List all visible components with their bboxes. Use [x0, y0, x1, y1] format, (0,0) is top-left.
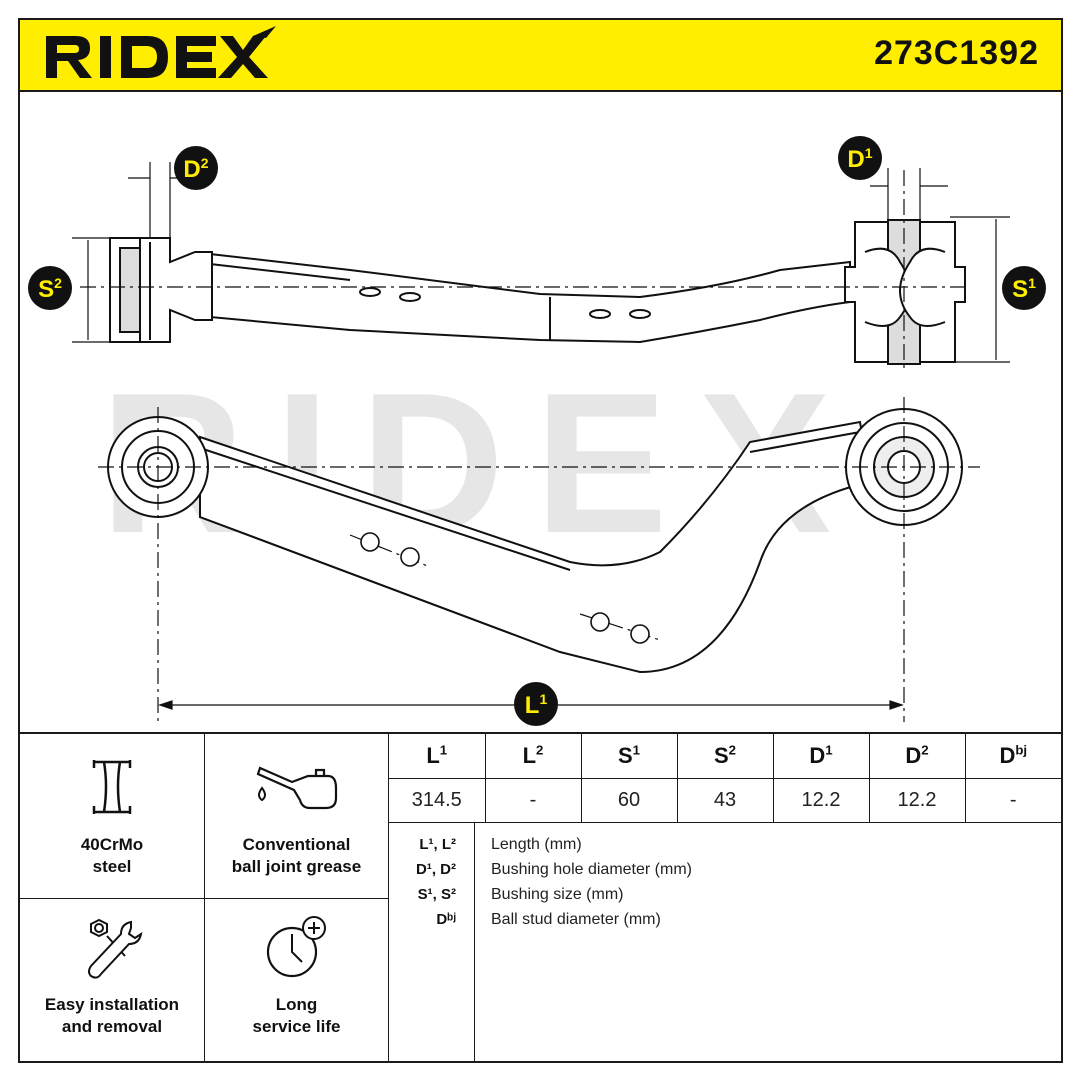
drawing-svg: RIDEX: [28, 136, 1046, 726]
arm-top-view: [109, 219, 966, 365]
value-d2: 12.2: [869, 778, 966, 823]
feature-grease-line1: Conventional: [242, 835, 351, 854]
feature-service-life: Long service life: [205, 898, 389, 1063]
svg-text:S1: S1: [1012, 275, 1036, 303]
dimensions-table: L1 L2 S1 S2 D1 D2 Dbj 314.5 - 60 43 12.2…: [389, 734, 1061, 823]
label-l1-badge: L1: [514, 682, 558, 726]
feature-steel-line1: 40CrMo: [80, 835, 144, 854]
legend-key-hole: D¹, D²: [416, 861, 456, 878]
dimensions-header-row: L1 L2 S1 S2 D1 D2 Dbj: [389, 734, 1061, 779]
svg-text:L1: L1: [525, 691, 548, 719]
value-dbj: -: [965, 778, 1061, 823]
header-d1: D1: [773, 734, 870, 779]
legend-key-ball-stud: Dᵇʲ: [436, 911, 456, 928]
product-sheet: 273C1392 RIDEX: [18, 18, 1063, 1063]
legend-key-size: S¹, S²: [417, 886, 456, 903]
svg-text:S2: S2: [38, 275, 62, 303]
header-d2: D2: [869, 734, 966, 779]
dimensions-value-row: 314.5 - 60 43 12.2 12.2 -: [389, 778, 1061, 823]
spec-area: 40CrMo steel Conventional ball joint gre…: [20, 732, 1061, 1063]
feature-service-life-line2: service life: [252, 1017, 341, 1036]
value-l2: -: [485, 778, 582, 823]
steel-beam-icon: [92, 760, 132, 814]
label-s2-badge: S2: [28, 266, 72, 310]
header-s2: S2: [677, 734, 774, 779]
tools-icon: [88, 918, 143, 979]
part-number: 273C1392: [874, 34, 1039, 72]
svg-text:D1: D1: [847, 145, 872, 173]
ridex-logo: [46, 26, 276, 78]
technical-drawing: RIDEX: [20, 92, 1061, 732]
label-d2-badge: D2: [174, 146, 218, 190]
value-d1: 12.2: [773, 778, 870, 823]
legend-key-length: L¹, L²: [419, 836, 456, 853]
label-s1-badge: S1: [1002, 266, 1046, 310]
svg-text:D2: D2: [183, 155, 208, 183]
feature-steel: 40CrMo steel: [20, 734, 205, 898]
legend-desc-ball-stud: Ball stud diameter (mm): [491, 911, 661, 928]
header-l1: L1: [389, 734, 486, 779]
header-bar: 273C1392: [20, 20, 1061, 92]
legend-keys: L¹, L² D¹, D² S¹, S² Dᵇʲ: [389, 822, 475, 1063]
header-l2: L2: [485, 734, 582, 779]
feature-installation: Easy installation and removal: [20, 898, 205, 1063]
header-s1: S1: [581, 734, 678, 779]
feature-service-life-line1: Long: [275, 995, 318, 1014]
value-l1: 314.5: [389, 778, 486, 823]
feature-grease: Conventional ball joint grease: [205, 734, 389, 898]
legend-desc-hole: Bushing hole diameter (mm): [491, 861, 692, 878]
header-dbj: Dbj: [965, 734, 1061, 779]
label-d1-badge: D1: [838, 136, 882, 180]
feature-installation-line1: Easy installation: [44, 995, 180, 1014]
feature-installation-line2: and removal: [61, 1017, 163, 1036]
feature-steel-line2: steel: [92, 857, 132, 876]
legend-desc-size: Bushing size (mm): [491, 886, 624, 903]
legend-desc-length: Length (mm): [491, 836, 582, 853]
value-s1: 60: [581, 778, 678, 823]
value-s2: 43: [677, 778, 774, 823]
clock-plus-icon: [266, 916, 326, 978]
grease-can-icon: [256, 766, 337, 810]
feature-grease-line2: ball joint grease: [231, 857, 362, 876]
